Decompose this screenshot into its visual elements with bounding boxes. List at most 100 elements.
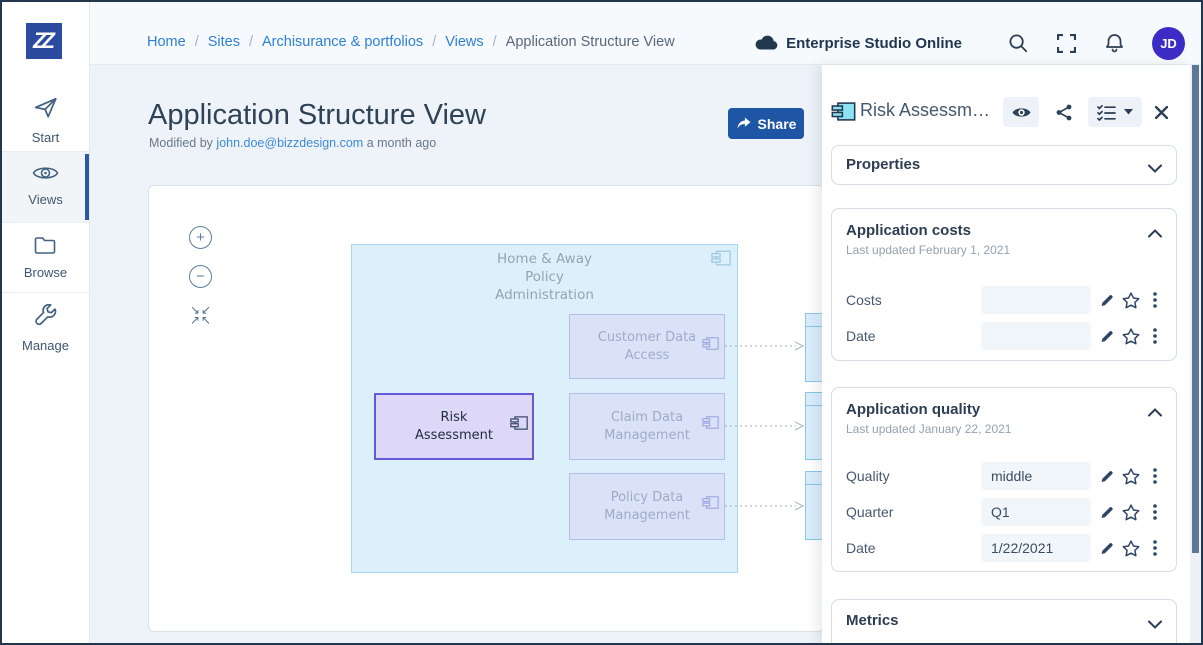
sidebar-item-manage[interactable]: Manage — [2, 293, 89, 362]
breadcrumb-views[interactable]: Views — [445, 34, 484, 50]
modified-user-link[interactable]: john.doe@bizzdesign.com — [216, 136, 364, 150]
edit-pencil-icon[interactable] — [1097, 538, 1117, 558]
diagram-node-clipped[interactable] — [805, 471, 823, 540]
favorite-star-icon[interactable] — [1121, 466, 1141, 486]
sidebar-item-label: Views — [28, 192, 63, 207]
sidebar-item-label: Manage — [22, 338, 69, 353]
more-options-kebab-icon[interactable] — [1145, 466, 1165, 486]
sidebar-item-browse[interactable]: Browse — [2, 223, 89, 292]
property-label: Costs — [846, 292, 882, 308]
sidebar-divider — [2, 151, 89, 152]
component-icon — [510, 398, 528, 436]
panel-scrollbar-thumb[interactable] — [1192, 65, 1199, 553]
edit-pencil-icon[interactable] — [1097, 290, 1117, 310]
more-options-kebab-icon[interactable] — [1145, 538, 1165, 558]
property-value-field[interactable]: middle — [981, 462, 1091, 490]
property-value-field[interactable] — [981, 286, 1091, 314]
zoom-out-button[interactable]: − — [189, 265, 212, 288]
more-options-kebab-icon[interactable] — [1145, 502, 1165, 522]
chevron-up-icon[interactable] — [1148, 404, 1162, 422]
checklist-dropdown-button[interactable] — [1088, 97, 1142, 127]
active-indicator — [85, 154, 89, 220]
product-name: Enterprise Studio Online — [754, 33, 962, 54]
section-title: Application costs — [846, 222, 972, 239]
sidebar-divider — [2, 292, 89, 293]
sidebar-item-start[interactable]: Start — [2, 87, 89, 151]
edit-pencil-icon[interactable] — [1097, 502, 1117, 522]
breadcrumb-home[interactable]: Home — [147, 34, 186, 50]
component-icon — [702, 398, 719, 435]
cloud-icon — [754, 33, 778, 54]
breadcrumb-separator: / — [248, 34, 253, 50]
property-row-date: Date — [832, 322, 1176, 350]
search-icon[interactable] — [1008, 33, 1028, 53]
last-updated: Last updated January 22, 2021 — [846, 422, 1012, 436]
zoom-fit-button[interactable]: ↘↙ ↗↖ — [190, 303, 213, 327]
property-label: Quality — [846, 468, 890, 484]
diagram-node-clipped[interactable] — [805, 392, 823, 460]
diagram-node-policy-data-management[interactable]: Policy Data Management — [569, 473, 725, 540]
page-title: Application Structure View — [148, 99, 486, 131]
component-icon — [702, 319, 719, 356]
eye-icon — [2, 163, 89, 186]
component-icon — [702, 478, 719, 515]
topbar-actions: Enterprise Studio Online JD — [754, 26, 1185, 60]
diagram-node-risk-assessment-selected[interactable]: Risk Assessment — [374, 393, 534, 460]
diagram-node-customer-data-access[interactable]: Customer Data Access — [569, 314, 725, 379]
visibility-eye-button[interactable] — [1003, 97, 1039, 127]
property-row-quality: Quality middle — [832, 462, 1176, 490]
favorite-star-icon[interactable] — [1121, 538, 1141, 558]
breadcrumb-separator: / — [432, 34, 437, 50]
chevron-down-icon[interactable] — [1148, 160, 1162, 178]
section-title: Metrics — [846, 612, 899, 629]
diagram-node-claim-data-management[interactable]: Claim Data Management — [569, 393, 725, 460]
application-component-icon — [831, 102, 856, 126]
property-row-costs: Costs — [832, 286, 1176, 314]
relation-arrow — [725, 501, 805, 511]
breadcrumb: Home / Sites / Archisurance & portfolios… — [147, 29, 675, 55]
fullscreen-icon[interactable] — [1056, 33, 1076, 53]
relation-arrow — [725, 341, 805, 351]
bell-icon[interactable] — [1104, 33, 1124, 53]
breadcrumb-sites[interactable]: Sites — [207, 34, 240, 50]
diagram-node-clipped[interactable] — [805, 313, 823, 382]
property-value-field[interactable]: 1/22/2021 — [981, 534, 1091, 562]
more-options-kebab-icon[interactable] — [1145, 290, 1165, 310]
favorite-star-icon[interactable] — [1121, 290, 1141, 310]
close-panel-button[interactable] — [1146, 97, 1176, 127]
property-value-field[interactable]: Q1 — [981, 498, 1091, 526]
modified-line: Modified by john.doe@bizzdesign.com a mo… — [149, 136, 437, 150]
wrench-icon — [2, 303, 89, 332]
sidebar-item-label: Start — [31, 130, 60, 145]
edit-pencil-icon[interactable] — [1097, 326, 1117, 346]
caret-down-icon — [1124, 109, 1133, 115]
share-button[interactable]: Share — [728, 108, 804, 139]
section-metrics[interactable]: Metrics — [831, 599, 1177, 643]
properties-panel: Risk Assessm… Properties Application cos… — [822, 65, 1190, 643]
property-label: Date — [846, 328, 876, 344]
chevron-down-icon[interactable] — [1148, 616, 1162, 634]
panel-title: Risk Assessm… — [860, 100, 991, 120]
property-label: Quarter — [846, 504, 894, 520]
chevron-up-icon[interactable] — [1148, 225, 1162, 243]
section-properties[interactable]: Properties — [831, 145, 1177, 185]
property-value-field[interactable] — [981, 322, 1091, 350]
folder-icon — [2, 234, 89, 259]
avatar[interactable]: JD — [1152, 26, 1185, 60]
bizzdesign-logo[interactable]: ZZ — [26, 23, 62, 59]
section-application-costs: Application costs Last updated February … — [831, 208, 1177, 361]
top-header: Home / Sites / Archisurance & portfolios… — [90, 2, 1201, 65]
more-options-kebab-icon[interactable] — [1145, 326, 1165, 346]
favorite-star-icon[interactable] — [1121, 326, 1141, 346]
paper-plane-icon — [2, 95, 89, 124]
sidebar-item-views[interactable]: Views — [2, 152, 89, 222]
favorite-star-icon[interactable] — [1121, 502, 1141, 522]
edit-pencil-icon[interactable] — [1097, 466, 1117, 486]
diagram-canvas[interactable]: + − ↘↙ ↗↖ Home & Away Policy Administrat… — [148, 185, 824, 632]
breadcrumb-archisurance[interactable]: Archisurance & portfolios — [262, 34, 424, 50]
relation-arrow — [725, 421, 805, 431]
property-row-quarter: Quarter Q1 — [832, 498, 1176, 526]
share-arrow-icon — [736, 117, 751, 130]
share-network-button[interactable] — [1046, 97, 1082, 127]
zoom-in-button[interactable]: + — [189, 226, 212, 249]
